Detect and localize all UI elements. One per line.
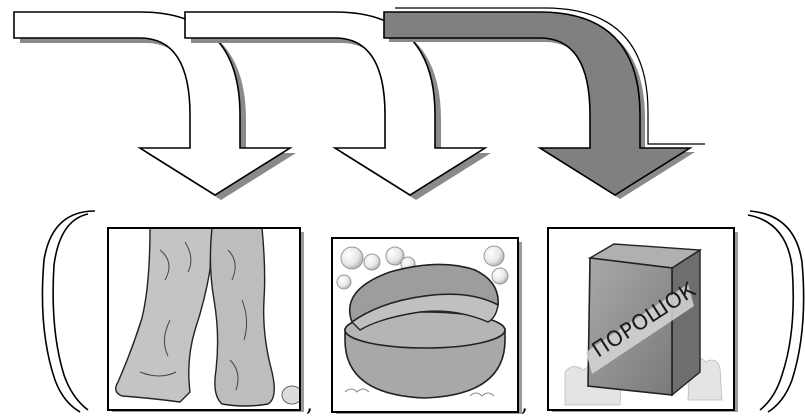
panel-soap: [332, 238, 522, 414]
panel-detergent: ПОРОШОК: [548, 228, 738, 412]
left-bracket: [42, 211, 95, 412]
bubble: [364, 254, 380, 270]
separator-1: ,: [306, 392, 313, 417]
panel-trousers: [108, 228, 304, 412]
right-bracket-inner: [748, 215, 793, 410]
right-bracket: [748, 211, 804, 412]
bubble: [484, 246, 504, 266]
arrow-1-shadow: [20, 17, 296, 200]
separator-2: ,: [521, 392, 528, 417]
left-bracket-outer: [42, 211, 95, 412]
bubble: [341, 247, 363, 269]
bubble: [492, 268, 508, 284]
ball: [282, 386, 302, 404]
right-bracket-outer: [750, 211, 804, 412]
detergent-box-side: [672, 250, 700, 395]
left-bracket-inner: [53, 214, 88, 410]
bubble: [337, 275, 351, 289]
